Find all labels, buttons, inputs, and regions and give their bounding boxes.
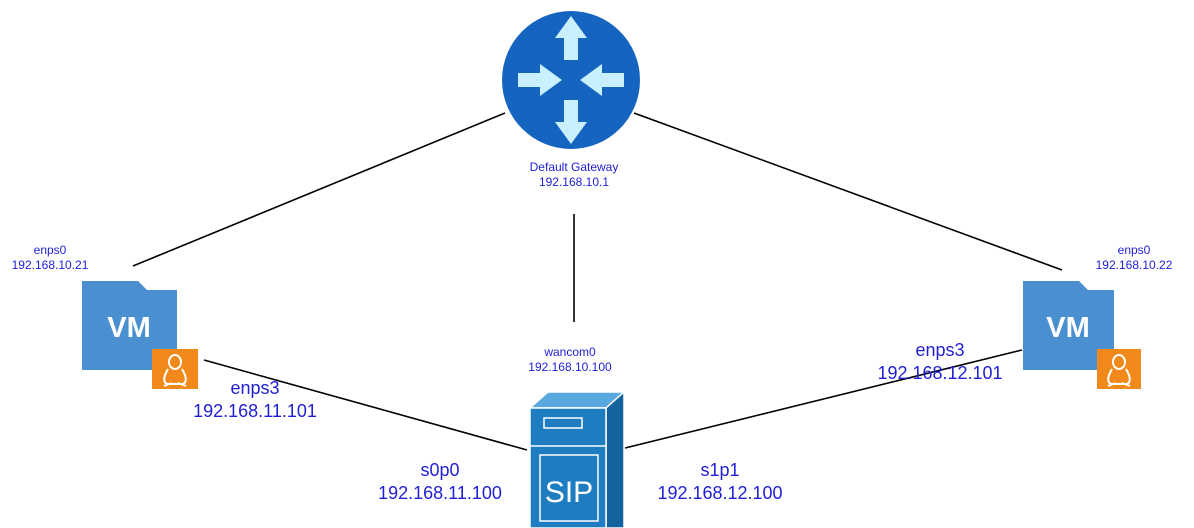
sbc-right-if: s1p1 [700,460,740,480]
sbc-mgmt-ip: 192.168.10.100 [528,360,612,374]
vm-left-mgmt-label: enps0 192.168.10.21 [0,243,100,273]
linux-tux-icon [1097,349,1141,389]
gateway-ip: 192.168.10.1 [538,175,610,189]
vm-right-mgmt-label: enps0 192.168.10.22 [1084,243,1184,273]
vm-right-data-if: enps3 [915,340,965,360]
link-gateway-vm-right [633,112,1063,271]
sbc-mgmt-if: wancom0 [544,345,596,359]
link-sbc-vm-right [624,349,1023,449]
vm-right-icon[interactable]: VM [1023,281,1114,370]
sip-badge: SIP [545,476,593,509]
sip-server-icon[interactable]: SIP [528,390,626,528]
link-vm-left-sbc [203,359,528,451]
vm-left-icon[interactable]: VM [82,281,177,370]
sbc-left-if: s0p0 [420,460,460,480]
vm-left-data-if: enps3 [230,378,280,398]
gateway-name: Default Gateway [529,160,619,174]
sbc-left-label: s0p0 192.168.11.100 [355,459,525,504]
sbc-left-ip: 192.168.11.100 [378,482,502,503]
vm-right-mgmt-if: enps0 [1117,243,1151,257]
vm-left-mgmt-if: enps0 [33,243,67,257]
sbc-right-ip: 192.168.12.100 [657,482,783,503]
router-icon[interactable] [502,11,640,149]
vm-right-data-label: enps3 192.168.12.101 [855,339,1025,384]
vm-right-data-ip: 192.168.12.101 [877,362,1003,383]
link-gateway-vm-left [132,112,506,267]
vm-right-badge: VM [1046,312,1090,344]
vm-right-mgmt-ip: 192.168.10.22 [1095,258,1173,272]
sbc-right-label: s1p1 192.168.12.100 [635,459,805,504]
vm-left-badge: VM [107,312,151,344]
linux-tux-icon [152,349,198,389]
vm-left-data-ip: 192.168.11.101 [193,400,317,421]
gateway-label: Default Gateway 192.168.10.1 [490,160,658,190]
sbc-mgmt-label: wancom0 192.168.10.100 [500,345,640,375]
vm-left-data-label: enps3 192.168.11.101 [170,377,340,422]
vm-left-mgmt-ip: 192.168.10.21 [11,258,89,272]
